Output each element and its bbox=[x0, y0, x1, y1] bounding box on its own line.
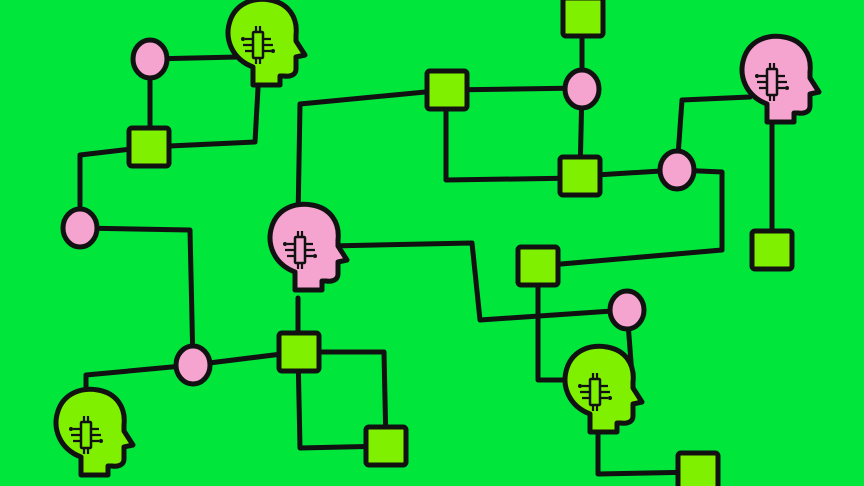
circle-nodes bbox=[60, 37, 697, 387]
square-node bbox=[675, 450, 721, 486]
square-nodes bbox=[126, 0, 795, 486]
square-node bbox=[363, 424, 409, 468]
square-node bbox=[515, 244, 561, 288]
square-node bbox=[276, 330, 322, 374]
square-node bbox=[126, 125, 172, 169]
circle-node bbox=[607, 288, 647, 332]
square-node bbox=[557, 154, 603, 198]
circle-node bbox=[562, 67, 602, 111]
square-node bbox=[560, 0, 606, 39]
circle-node bbox=[130, 37, 170, 81]
circle-node bbox=[657, 148, 697, 192]
square-node bbox=[749, 228, 795, 272]
square-node bbox=[424, 68, 470, 112]
circle-node bbox=[173, 343, 213, 387]
circle-node bbox=[60, 206, 100, 250]
